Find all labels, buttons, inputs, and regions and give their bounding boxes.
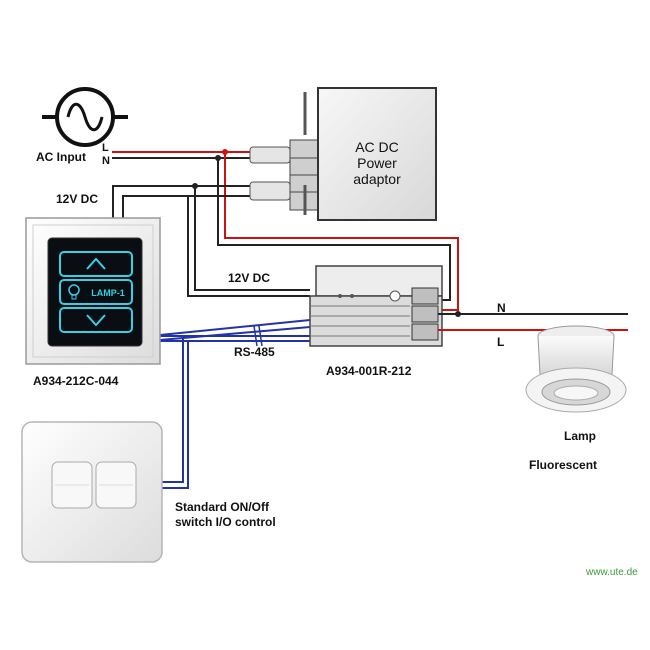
out-l-label: L bbox=[497, 335, 504, 349]
module-model-label: A934-001R-212 bbox=[326, 364, 412, 378]
touch-panel bbox=[25, 217, 161, 365]
line-l-label: L bbox=[102, 142, 109, 154]
switch-label-line1: Standard ON/Off bbox=[175, 500, 270, 514]
panel-model-label: A934-212C-044 bbox=[33, 374, 119, 388]
ac-source-icon bbox=[42, 87, 128, 147]
rs485-label: RS-485 bbox=[234, 345, 275, 359]
lamp-label: Lamp bbox=[564, 429, 596, 443]
adaptor-label-line2: Power bbox=[357, 155, 397, 171]
dc-12v-mid-label: 12V DC bbox=[228, 271, 270, 285]
wall-switch-icon bbox=[21, 421, 163, 563]
lamp-icon bbox=[525, 325, 627, 413]
lamp-button-label: LAMP-1 bbox=[91, 288, 125, 298]
adaptor-label-line1: AC DC bbox=[355, 139, 399, 155]
power-adaptor bbox=[303, 87, 437, 221]
line-n-label: N bbox=[102, 155, 110, 167]
rs485-bus bbox=[159, 319, 311, 489]
out-n-label: N bbox=[497, 301, 506, 315]
relay-module bbox=[309, 265, 443, 347]
dc-12v-top-label: 12V DC bbox=[56, 192, 98, 206]
adaptor-label-line3: adaptor bbox=[353, 171, 401, 187]
switch-label-line2: switch I/O control bbox=[175, 515, 276, 529]
lamp-wires bbox=[438, 311, 628, 331]
watermark-text: www.ute.de bbox=[585, 567, 638, 578]
ac-input-label: AC Input bbox=[36, 150, 86, 164]
dc-wires bbox=[112, 183, 310, 297]
ac-input-wires bbox=[112, 149, 459, 311]
adaptor-connectors bbox=[249, 139, 319, 211]
fluorescent-label: Fluorescent bbox=[529, 458, 597, 472]
